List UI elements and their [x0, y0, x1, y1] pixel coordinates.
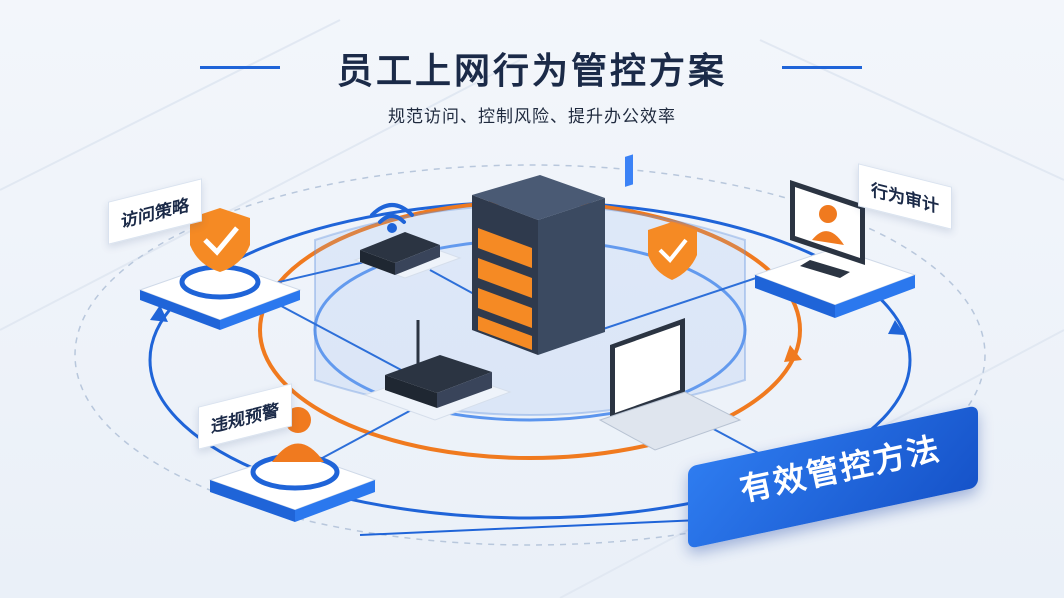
title-container: 员工上网行为管控方案 — [0, 42, 1064, 94]
title-right-rule — [782, 66, 862, 69]
blue-arrowhead-right — [888, 320, 905, 335]
behavior-audit-node — [753, 180, 917, 318]
server-icon — [472, 175, 605, 355]
page-subtitle: 规范访问、控制风险、提升办公效率 — [388, 107, 676, 127]
orange-arrowhead — [784, 345, 802, 362]
violation-alert-node — [208, 407, 377, 522]
laptop-icon — [598, 154, 742, 451]
wifi-icon — [370, 203, 414, 233]
outer-dashed-ring — [74, 164, 986, 546]
access-policy-node — [138, 208, 302, 330]
title-left-rule — [200, 66, 280, 69]
router-icon — [363, 320, 512, 421]
page-title: 员工上网行为管控方案 — [336, 51, 727, 92]
router-icon — [353, 232, 462, 279]
shield-icon — [648, 222, 697, 280]
blue-arrowhead-left — [150, 305, 168, 322]
banner-connector — [359, 519, 701, 536]
